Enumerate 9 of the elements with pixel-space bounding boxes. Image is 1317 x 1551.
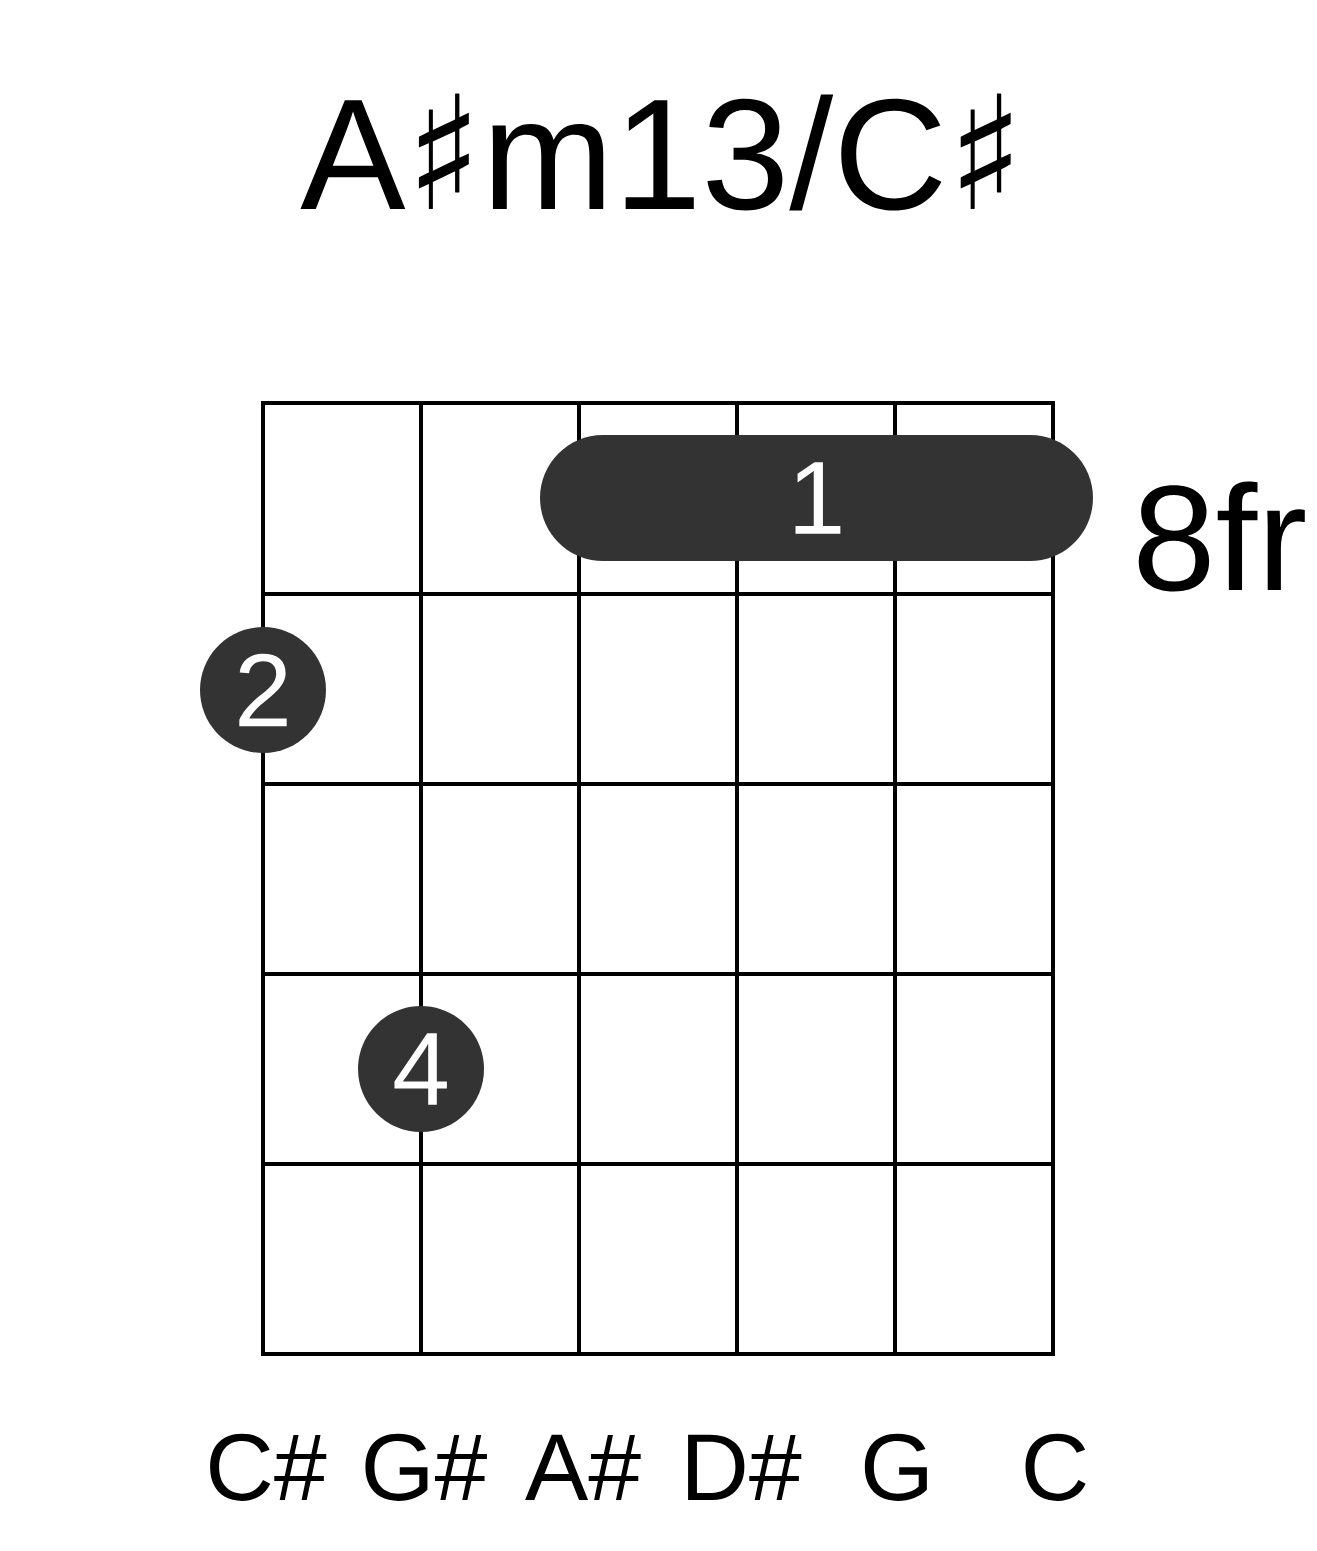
string-note-label: D# — [688, 1434, 802, 1500]
fret-position-label: 8fr — [1138, 481, 1305, 592]
string-note-label: C — [1025, 1433, 1086, 1501]
string-note-label: A# — [525, 1434, 641, 1500]
string-note-label: G — [864, 1433, 927, 1501]
chord-title: A♯m13/C♯ — [300, 93, 1011, 211]
barre-bar: 1 — [540, 435, 1093, 561]
string-note-label: C# — [210, 1433, 327, 1501]
string-note-label: G# — [365, 1433, 487, 1501]
